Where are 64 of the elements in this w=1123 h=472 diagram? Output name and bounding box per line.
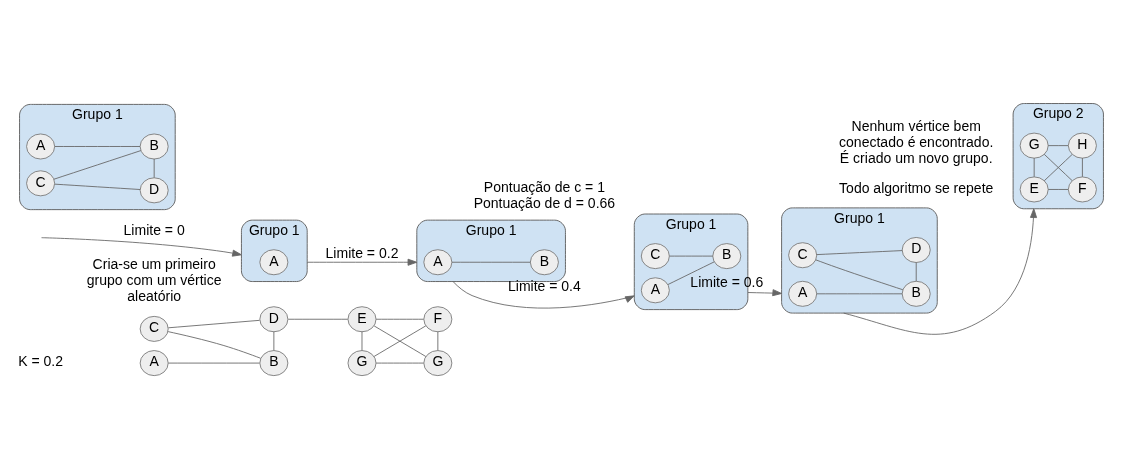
arrow: [41, 237, 242, 257]
connector: [153, 158, 155, 179]
node-ellipse: B: [529, 249, 559, 276]
node-ellipse: G: [423, 350, 453, 377]
connector: [1033, 157, 1035, 178]
arrow: [843, 208, 1038, 335]
connector: [167, 331, 262, 359]
node-ellipse: C: [139, 315, 169, 342]
connector: [667, 261, 715, 285]
node-ellipse: A: [788, 280, 818, 307]
label: Todo algoritmo se repete: [839, 179, 994, 196]
label: Pontuação de c = 1 Pontuação de d = 0.66: [473, 178, 616, 211]
connector: [451, 261, 531, 263]
node-ellipse: E: [1019, 176, 1049, 203]
arrow: [452, 281, 635, 309]
connector: [361, 331, 363, 351]
node-ellipse: H: [1067, 132, 1097, 159]
edge-label: Limite = 0: [123, 221, 185, 238]
node-ellipse: B: [139, 133, 169, 160]
node-ellipse: A: [26, 133, 56, 160]
label: Nenhum vértice bem conectado é encontrado. É criado um novo grupo.: [839, 118, 994, 166]
node-ellipse: D: [139, 177, 169, 204]
connector: [273, 331, 275, 351]
node-ellipse: C: [788, 242, 818, 269]
node-ellipse: C: [26, 170, 56, 197]
node-ellipse: B: [901, 280, 931, 307]
arrow: [747, 289, 783, 297]
arrow: [306, 258, 418, 266]
node-ellipse: A: [139, 350, 169, 377]
node-ellipse: D: [901, 237, 931, 263]
node-ellipse: B: [712, 243, 742, 270]
node-ellipse: D: [259, 306, 289, 333]
connector: [1081, 157, 1083, 178]
connector: [167, 362, 260, 364]
connector: [53, 150, 142, 180]
node-ellipse: G: [347, 350, 377, 377]
connector: [669, 255, 714, 257]
connector: [816, 293, 903, 295]
node-ellipse: A: [640, 277, 670, 304]
edge-label: Limite = 0.2: [325, 244, 399, 261]
edge-label: Limite = 0.6: [690, 273, 764, 290]
connector: [54, 183, 141, 190]
node-ellipse: A: [259, 249, 289, 276]
label: K = 0.2: [18, 353, 64, 370]
node-ellipse: F: [1067, 176, 1097, 203]
connector: [373, 325, 427, 357]
label: Cria-se um primeiro grupo com um vértice aleatório: [86, 256, 222, 304]
connector: [1047, 189, 1069, 190]
connector: [815, 259, 904, 291]
connector: [375, 318, 425, 320]
connector: [437, 331, 439, 351]
connector: [167, 319, 260, 329]
node-ellipse: C: [640, 243, 670, 270]
node-ellipse: A: [423, 249, 453, 276]
connector: [1047, 145, 1069, 147]
node-ellipse: E: [347, 306, 377, 333]
connector: [816, 250, 903, 256]
node-ellipse: G: [1019, 132, 1049, 159]
connector: [375, 362, 425, 364]
node-ellipse: F: [423, 306, 453, 333]
connector: [54, 146, 141, 147]
connector: [915, 261, 917, 282]
node-ellipse: B: [259, 350, 289, 377]
connector: [287, 318, 349, 320]
